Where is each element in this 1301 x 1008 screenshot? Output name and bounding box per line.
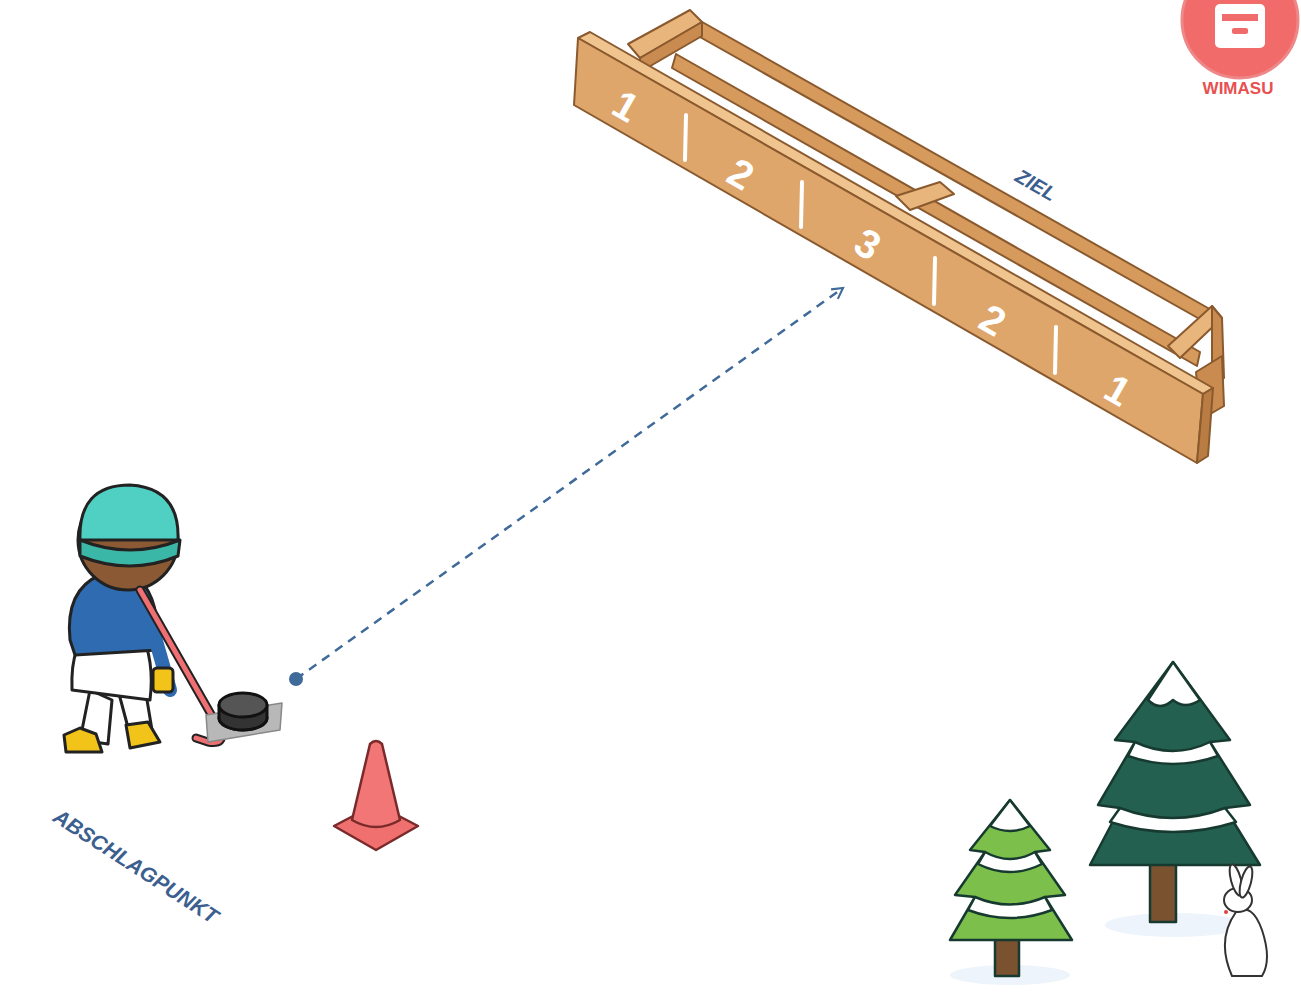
logo-text: WIMASU bbox=[1203, 80, 1274, 97]
zone-score: 1 bbox=[1098, 367, 1137, 413]
zone-score: 1 bbox=[606, 83, 645, 129]
rabbit bbox=[1224, 863, 1267, 976]
segment-divider bbox=[685, 115, 1056, 373]
logo bbox=[1182, 0, 1298, 78]
zone-score: 2 bbox=[721, 151, 760, 197]
zone-score: 2 bbox=[973, 297, 1012, 343]
target-label: ZIEL bbox=[1012, 166, 1060, 205]
goal-board bbox=[574, 10, 1224, 463]
shot-path bbox=[289, 288, 843, 686]
tree bbox=[950, 662, 1260, 985]
cone bbox=[334, 741, 418, 850]
zone-score: 3 bbox=[848, 221, 887, 267]
player-figure bbox=[64, 485, 282, 752]
start-point-label: ABSCHLAGPUNKT bbox=[50, 805, 222, 927]
